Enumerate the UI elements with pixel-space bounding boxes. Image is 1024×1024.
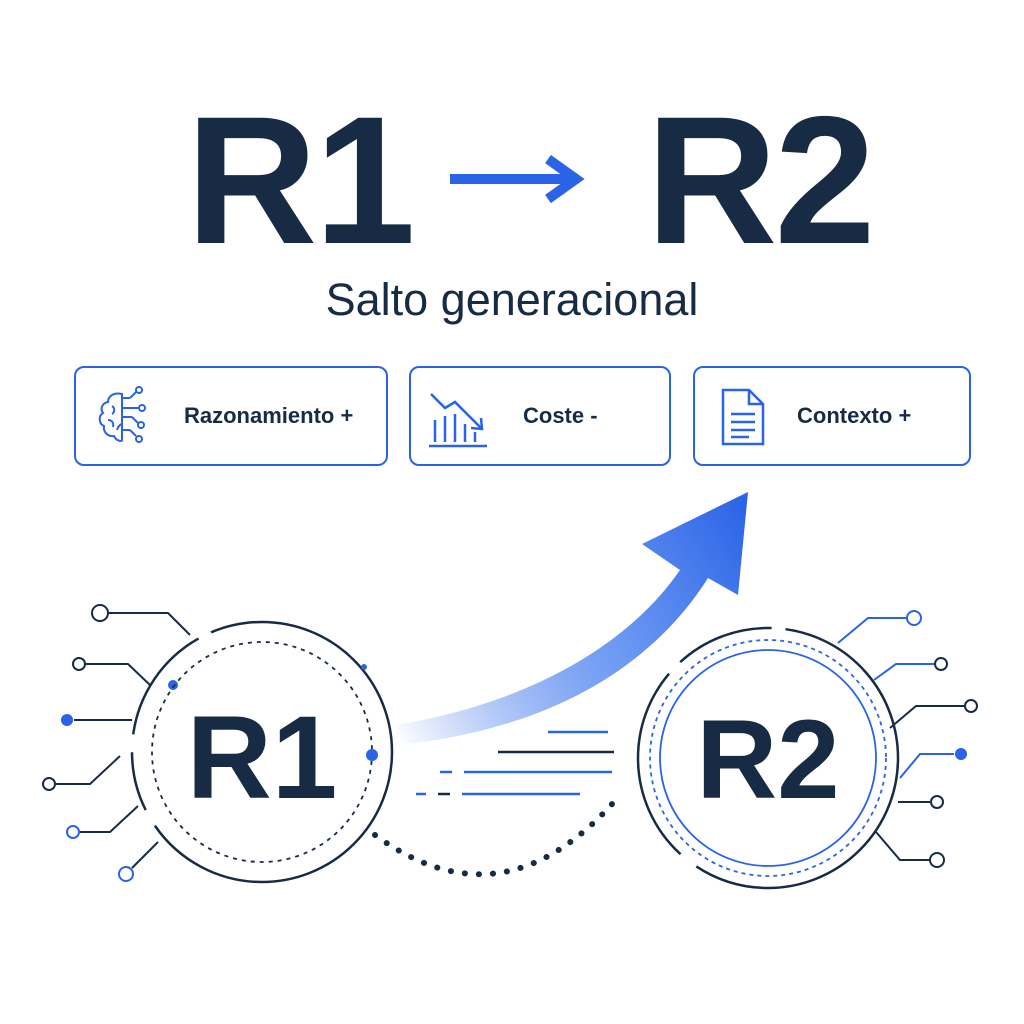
card-label: Contexto +	[797, 403, 912, 428]
node-r2-label: R2	[696, 697, 839, 822]
title-to-label: R2	[646, 78, 876, 282]
circuit-lines-left	[42, 604, 191, 882]
title-arrow-icon	[450, 155, 585, 204]
bar-chart-down-icon	[429, 393, 487, 448]
document-icon	[721, 388, 765, 446]
node-r1-rings	[130, 620, 394, 884]
dotted-arc	[372, 792, 623, 878]
transition-diagram: R1 R2	[42, 492, 978, 890]
growth-arrow	[395, 492, 748, 745]
title-row: R1 R2	[0, 78, 1024, 282]
node-r1-label: R1	[187, 692, 338, 824]
node-r2-rings	[636, 626, 900, 890]
card-label: Razonamiento +	[184, 403, 354, 428]
circuit-lines-right	[837, 610, 978, 868]
feature-card-reasoning: Razonamiento +	[74, 366, 388, 466]
subtitle: Salto generacional	[325, 274, 699, 325]
title-from-label: R1	[186, 78, 416, 282]
speed-lines	[416, 730, 614, 796]
card-label: Coste -	[523, 403, 598, 428]
feature-card-cost: Coste -	[409, 366, 671, 466]
feature-card-context: Contexto +	[693, 366, 971, 466]
brain-circuit-icon	[98, 386, 146, 443]
